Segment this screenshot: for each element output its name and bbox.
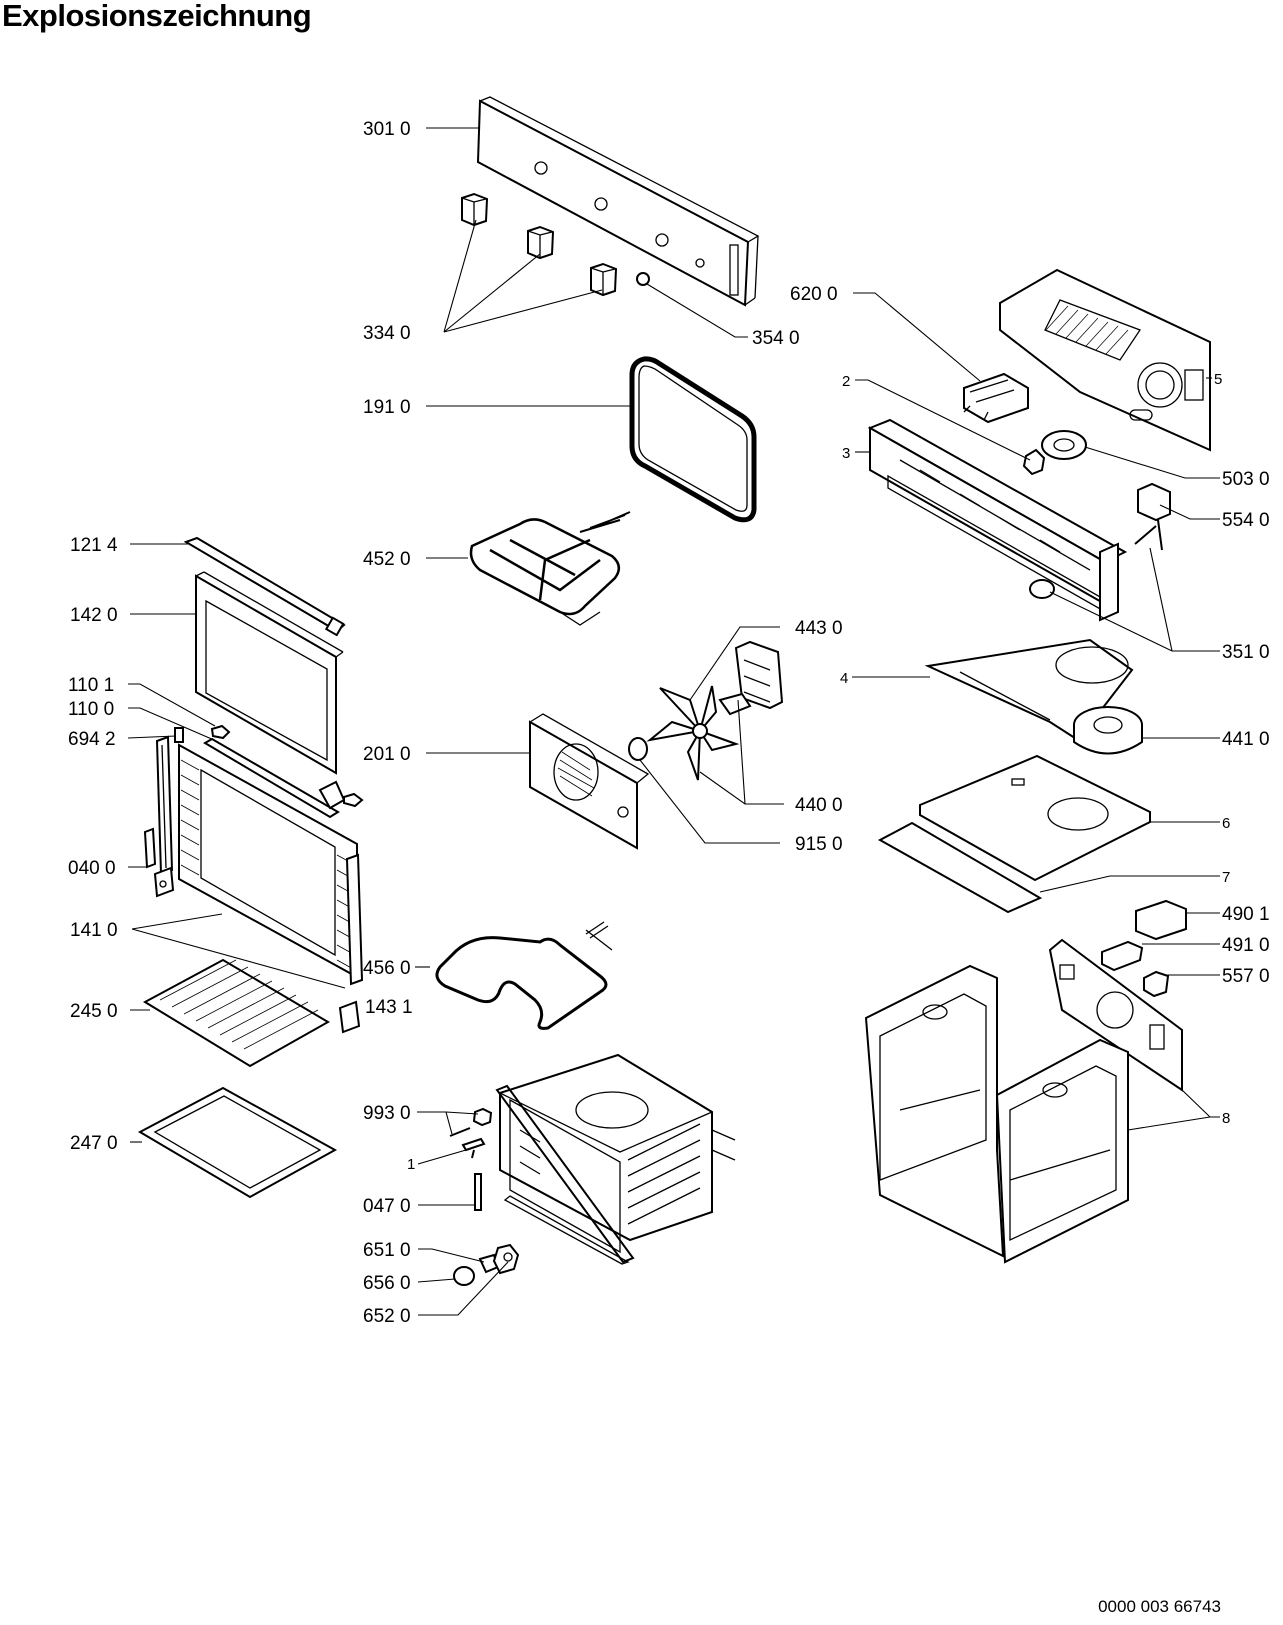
rear-panel-part (1048, 938, 1183, 1092)
callout-5030: 503 0 (1222, 469, 1270, 490)
inner-door-frame-part (178, 743, 364, 986)
callout-4520: 452 0 (363, 549, 411, 570)
callout-3540: 354 0 (752, 328, 800, 349)
fan-blade-part (646, 685, 740, 781)
callout-6510: 651 0 (363, 1240, 411, 1261)
callout-1910: 191 0 (363, 397, 411, 418)
fan-motor-part (718, 640, 784, 716)
electrical-parts (1101, 899, 1187, 998)
callout-6: 6 (1222, 815, 1230, 832)
callout-5540: 554 0 (1222, 510, 1270, 531)
callout-5: 5 (1214, 371, 1222, 388)
fan-cover-part (528, 713, 650, 850)
callout-4560: 456 0 (363, 958, 411, 979)
lower-hinge-part (338, 1000, 361, 1034)
oven-housing-part (864, 964, 1129, 1264)
callout-4410: 441 0 (1222, 729, 1270, 750)
bottom-element-terminals (585, 921, 613, 951)
callout-4400: 440 0 (795, 795, 843, 816)
bushing-part (636, 272, 650, 286)
callout-5570: 557 0 (1222, 966, 1270, 987)
callout-2450: 245 0 (70, 1001, 118, 1022)
callout-1101: 110 1 (68, 675, 114, 696)
callout-4: 4 (840, 670, 848, 687)
wire-shelf-part (142, 958, 331, 1068)
callout-2470: 247 0 (70, 1133, 118, 1154)
fan-nut-part (628, 737, 648, 761)
callout-3510: 351 0 (1222, 642, 1270, 663)
grill-element-part (469, 511, 631, 626)
front-frame-part (867, 418, 1128, 622)
callout-1420: 142 0 (70, 605, 118, 626)
leader-lines (127, 127, 1220, 1316)
callout-2: 2 (842, 373, 850, 390)
callout-4910: 491 0 (1222, 935, 1270, 956)
callout-4901: 490 1 (1222, 904, 1270, 925)
callout-labels: 301 0 334 0 354 0 191 0 452 0 121 4 142 … (68, 119, 1270, 1327)
baking-tray-part (137, 1086, 338, 1199)
oven-cavity-part (495, 1053, 736, 1265)
thermostat-parts (1022, 430, 1171, 599)
callout-0470: 047 0 (363, 1196, 411, 1217)
selector-switch-part (963, 372, 1029, 424)
callout-1431: 143 1 (365, 997, 413, 1018)
callout-1100: 110 0 (68, 699, 114, 720)
callout-6200: 620 0 (790, 284, 838, 305)
callout-7: 7 (1222, 869, 1230, 886)
door-gasket-part (629, 356, 757, 523)
callout-6560: 656 0 (363, 1273, 411, 1294)
callout-9930: 993 0 (363, 1103, 411, 1124)
outer-door-glass-part (195, 571, 344, 775)
callout-6942: 694 2 (68, 729, 116, 750)
front-trim-part (877, 821, 1043, 914)
document-number: 0000 003 66743 (1098, 1597, 1221, 1616)
door-hinge-part (143, 727, 184, 898)
callout-3010: 301 0 (363, 119, 411, 140)
callout-2010: 201 0 (363, 744, 411, 765)
small-hardware-parts (449, 1107, 520, 1286)
glass-clip-part (203, 724, 364, 819)
door-top-trim-part (183, 536, 346, 637)
callout-1410: 141 0 (70, 920, 118, 941)
control-panel-part (476, 96, 760, 307)
page-title: Explosionszeichnung (2, 0, 312, 33)
convection-fan-part (1073, 706, 1143, 755)
callout-9150: 915 0 (795, 834, 843, 855)
callout-3: 3 (842, 445, 850, 462)
rear-cover-part (999, 268, 1211, 452)
bottom-element-part (435, 936, 608, 1030)
knob-clip-part (461, 192, 618, 297)
callout-0400: 040 0 (68, 858, 116, 879)
callout-1214: 121 4 (70, 535, 118, 556)
callout-1: 1 (407, 1156, 415, 1173)
callout-3340: 334 0 (363, 323, 411, 344)
callout-8: 8 (1222, 1110, 1230, 1127)
callout-4430: 443 0 (795, 618, 843, 639)
callout-6520: 652 0 (363, 1306, 411, 1327)
